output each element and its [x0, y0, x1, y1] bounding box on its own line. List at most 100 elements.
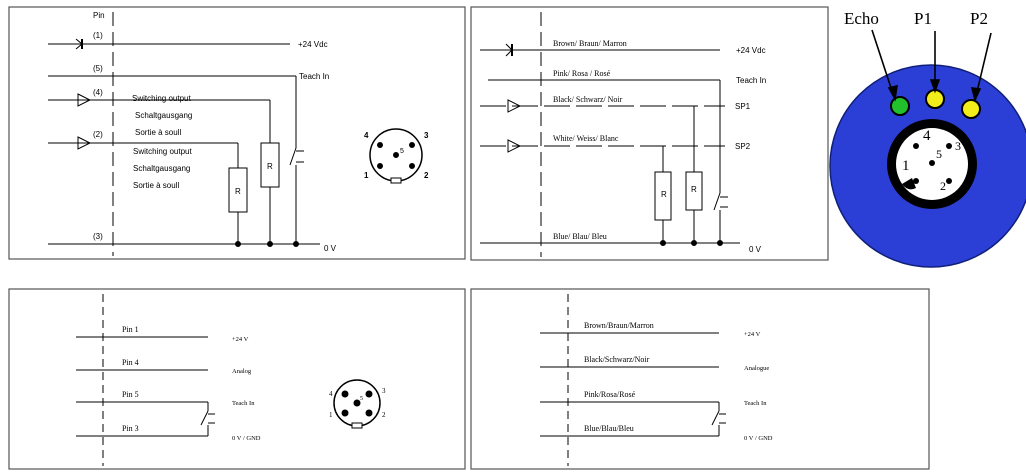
face-pin-1-label: 1	[902, 158, 910, 174]
connector-pin	[913, 143, 919, 149]
output-b-label-fr: Sortie à soull	[133, 181, 179, 190]
supply-label: +24 V	[744, 331, 761, 338]
teach-switch-icon	[711, 410, 720, 426]
connector-key	[351, 422, 363, 429]
pin-2-label: (2)	[93, 130, 103, 139]
sp2-label: SP2	[735, 142, 751, 151]
output-b-buffer-icon	[77, 136, 92, 150]
p2-pointer-arrow	[975, 32, 992, 97]
pin-1-label: (1)	[93, 31, 103, 40]
connector-pin-2-label: 2	[424, 171, 429, 180]
teach-in-label: Teach In	[744, 400, 767, 407]
supply-label: +24 Vdc	[736, 46, 766, 55]
output-a-buffer-icon	[77, 93, 92, 107]
teach-switch-icon	[289, 147, 297, 166]
connector-pin	[946, 143, 952, 149]
output-a-label-en: Switching output	[132, 94, 191, 103]
output-a-label-fr: Sortie à soull	[135, 128, 181, 137]
face-pin-4-label: 4	[923, 128, 931, 144]
connector-pin	[365, 409, 373, 417]
echo-label: Echo	[844, 9, 879, 28]
junction-dot	[717, 240, 723, 246]
connector-key	[390, 177, 402, 184]
brown-wire-label: Brown/ Braun/ Marron	[553, 39, 627, 48]
diode-icon	[75, 38, 83, 50]
blue-wire-label: Blue/Blau/Bleu	[584, 424, 634, 433]
arrowhead-icon	[887, 84, 898, 102]
arrowhead-icon	[929, 79, 941, 94]
connector-pin	[409, 163, 415, 169]
white-buffer-icon	[507, 139, 522, 153]
pin-header-label: Pin	[93, 11, 105, 20]
panel-sensor-face	[829, 29, 1026, 268]
panel-frame	[470, 288, 930, 470]
resistor-a-label: R	[267, 162, 273, 171]
connector-pin	[365, 390, 373, 398]
connector-pin	[341, 390, 349, 398]
panel-switching-output-pinout	[8, 6, 466, 260]
junction-dot	[660, 240, 666, 246]
supply-label: +24 Vdc	[298, 40, 328, 49]
connector-pin-5-label: 5	[360, 396, 363, 402]
output-b-label-en: Switching output	[133, 147, 192, 156]
pin-5-label: Pin 5	[122, 390, 139, 399]
ground-label: 0 V	[749, 245, 762, 254]
echo-led-icon	[890, 96, 910, 116]
pin-4-label: Pin 4	[122, 358, 139, 367]
connector-pin-2-label: 2	[382, 411, 386, 419]
connector-pin-1-label: 1	[329, 411, 333, 419]
panel-analog-cable	[470, 288, 930, 470]
panel-frame	[8, 6, 466, 260]
p2-led-icon	[961, 99, 981, 119]
pin-5-label: (5)	[93, 64, 103, 73]
white-wire-label: White/ Weiss/ Blanc	[553, 134, 619, 143]
pink-wire-label: Pink/Rosa/Rosé	[584, 390, 636, 399]
ground-label: 0 V / GND	[232, 435, 261, 442]
black-buffer-icon	[507, 99, 522, 113]
pin-1-label: Pin 1	[122, 325, 139, 334]
blue-wire-label: Blue/ Blau/ Bleu	[553, 232, 607, 241]
connector-pin	[929, 160, 935, 166]
panel-switching-output-cable	[470, 6, 829, 261]
junction-dot	[293, 241, 299, 247]
echo-pointer-arrow	[871, 29, 894, 95]
arrowhead-icon	[970, 87, 982, 103]
junction-dot	[267, 241, 273, 247]
pin-3-label: Pin 3	[122, 424, 139, 433]
connector-pin	[377, 142, 383, 148]
teach-switch-icon	[200, 410, 209, 426]
brown-wire-label: Brown/Braun/Marron	[584, 321, 654, 330]
resistor-a-label: R	[691, 185, 697, 194]
connector-pin-4-label: 4	[364, 131, 369, 140]
pink-wire-label: Pink/ Rosa / Rosé	[553, 69, 611, 78]
junction-dot	[235, 241, 241, 247]
black-wire-label: Black/ Schwarz/ Noir	[553, 95, 623, 104]
connector-pin-3-label: 3	[424, 131, 429, 140]
junction-dot	[691, 240, 697, 246]
analog-label: Analogue	[744, 365, 769, 372]
connector-pin	[913, 178, 919, 184]
connector-pin-5-label: 5	[400, 148, 404, 155]
connector-pin	[946, 178, 952, 184]
p2-label: P2	[970, 9, 988, 28]
black-wire-label: Black/Schwarz/Noir	[584, 355, 650, 364]
pin-3-label: (3)	[93, 232, 103, 241]
pin-4-label: (4)	[93, 88, 103, 97]
panel-frame	[470, 6, 829, 261]
output-b-label-de: Schaltgausgang	[133, 164, 190, 173]
connector-pin-3-label: 3	[382, 387, 386, 395]
ground-label: 0 V / GND	[744, 435, 773, 442]
sp1-label: SP1	[735, 102, 751, 111]
face-pin-3-label: 3	[955, 139, 961, 153]
face-pin-2-label: 2	[940, 179, 946, 193]
panel-analog-pinout	[8, 288, 466, 470]
connector-pin	[409, 142, 415, 148]
connector-pin	[393, 152, 399, 158]
teach-in-label: Teach In	[232, 400, 255, 407]
diode-icon	[505, 43, 513, 57]
teach-switch-icon	[713, 192, 721, 211]
connector-pin	[341, 409, 349, 417]
connector-pin	[353, 399, 361, 407]
analog-label: Analog	[232, 368, 252, 375]
